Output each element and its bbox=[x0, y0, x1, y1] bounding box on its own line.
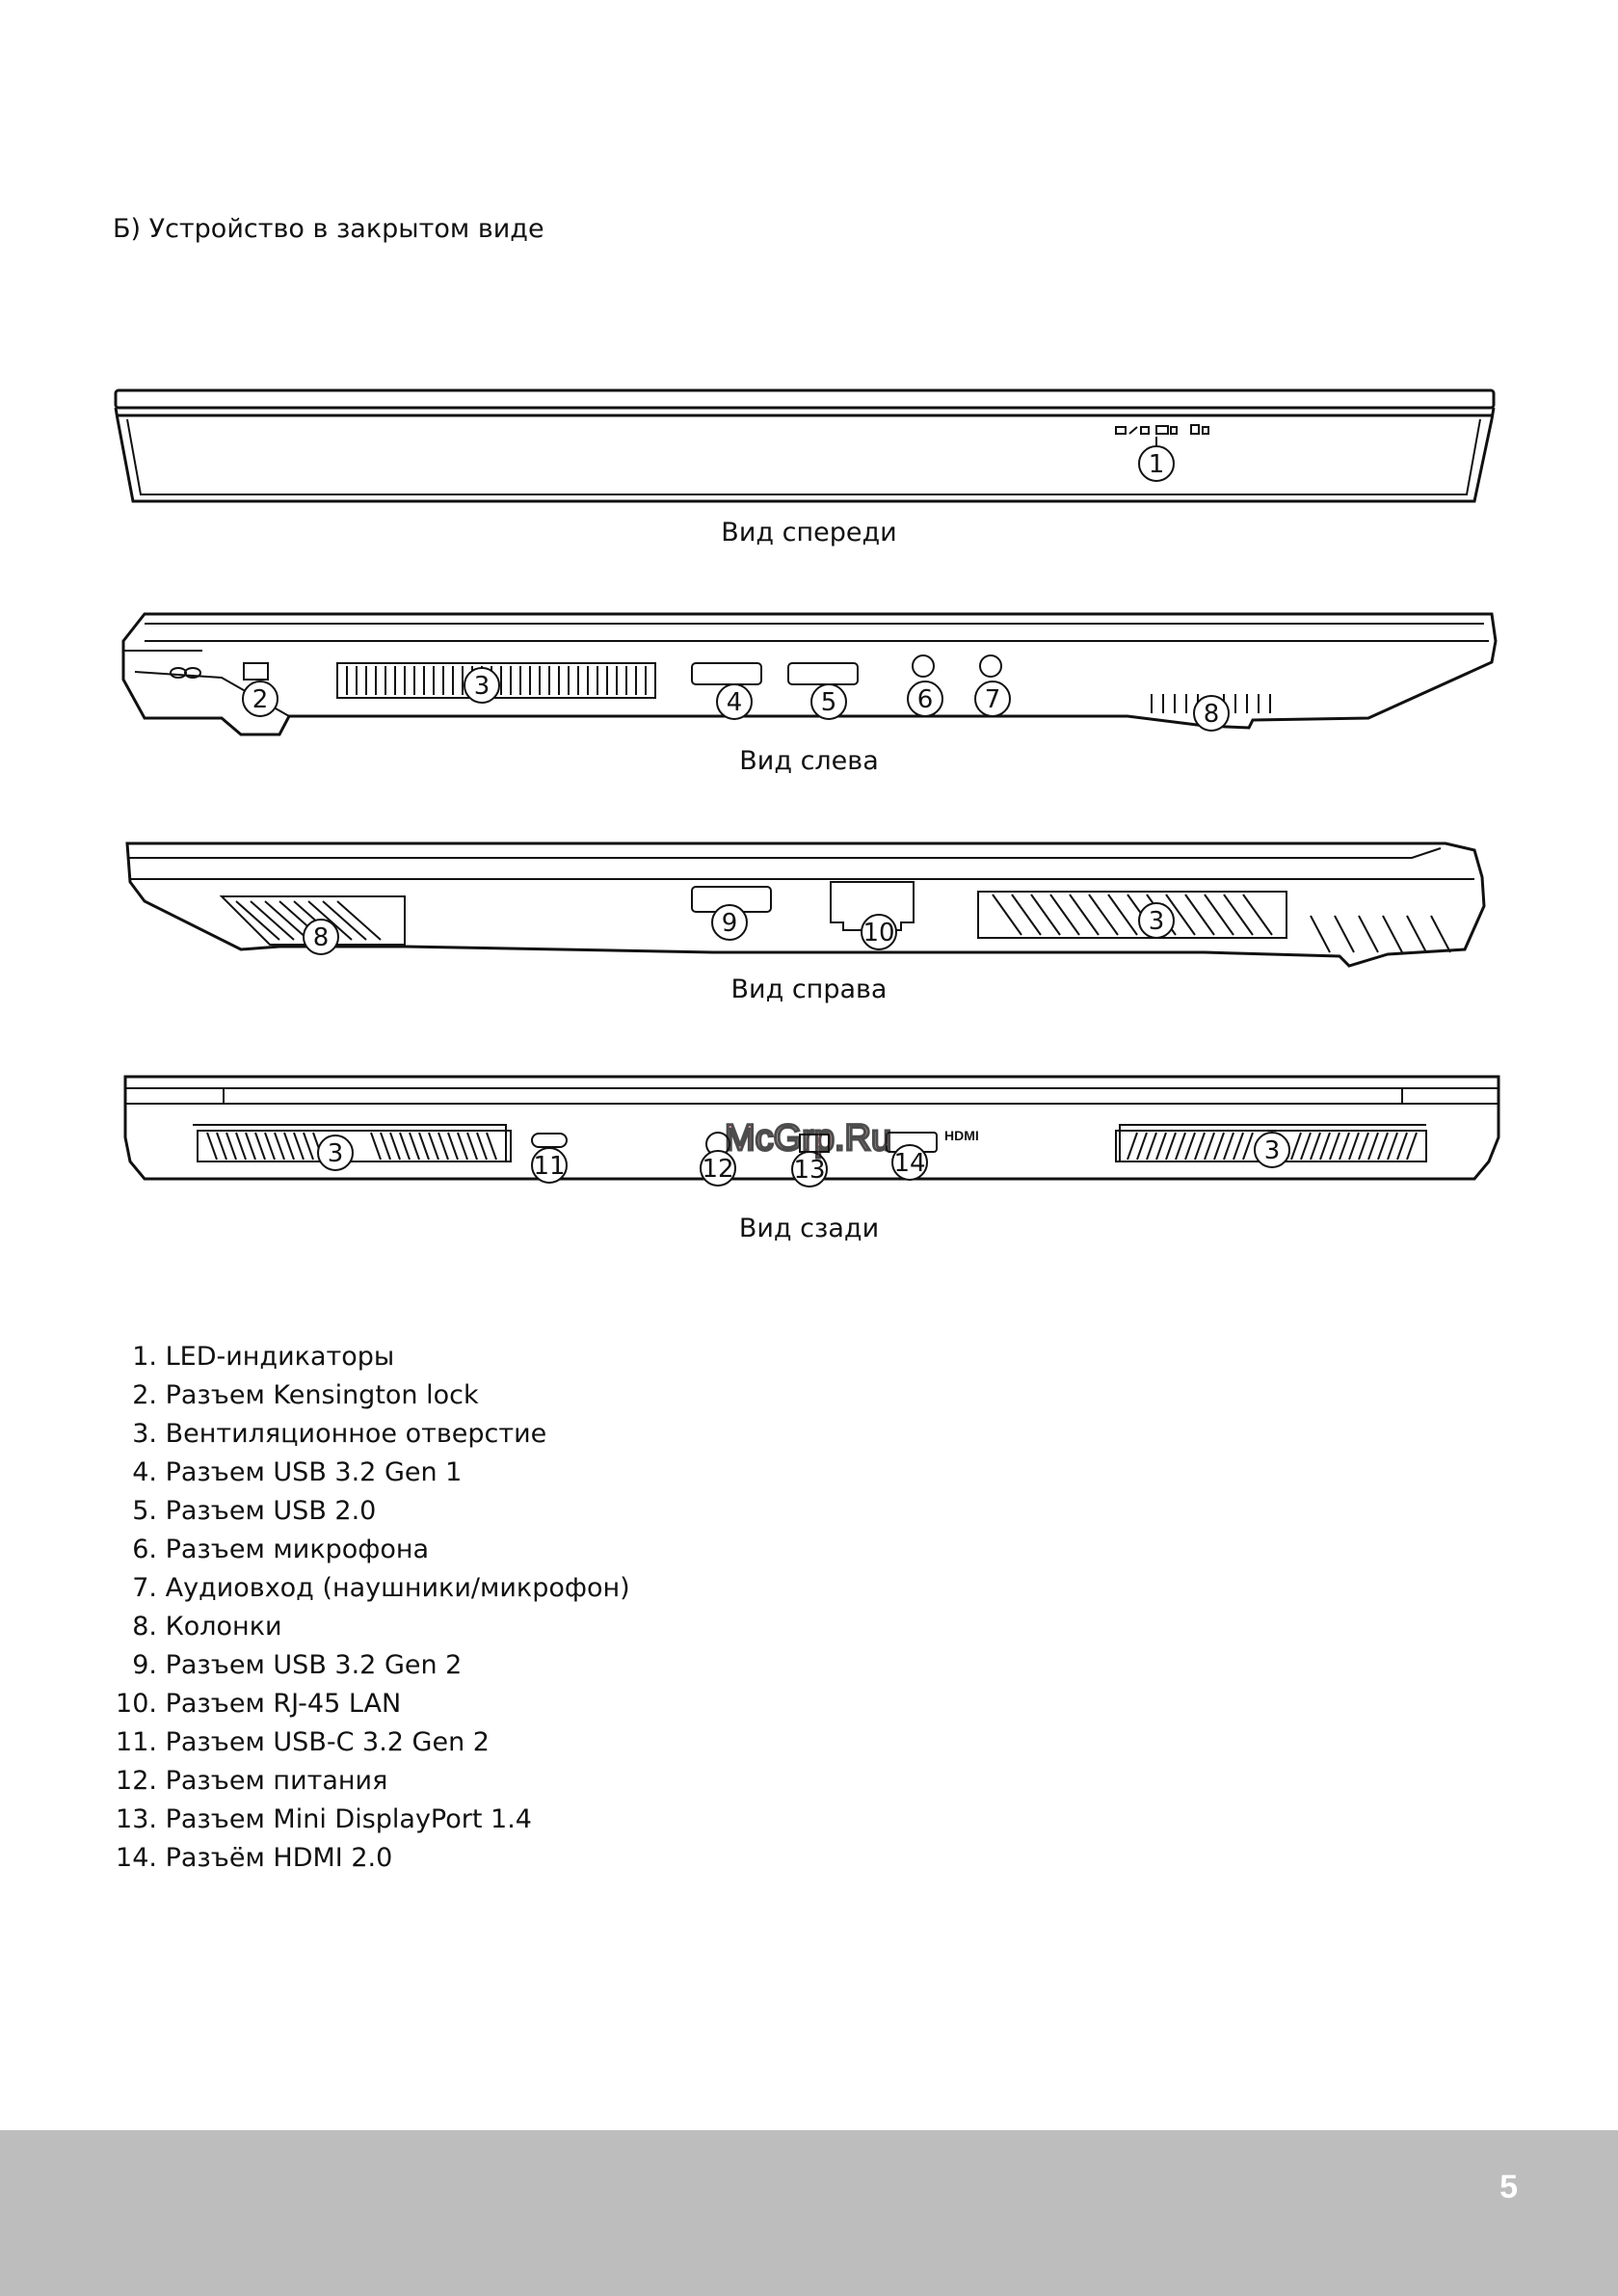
callout-circle bbox=[810, 683, 847, 720]
callout-circle bbox=[700, 1150, 736, 1187]
legend-item: 3. Вентиляционное отверстие bbox=[114, 1415, 630, 1454]
legend-number: 5. bbox=[132, 1496, 157, 1526]
legend-text: Разъём HDMI 2.0 bbox=[165, 1843, 393, 1873]
legend-text: Разъем питания bbox=[165, 1766, 388, 1796]
callout-circle bbox=[861, 914, 897, 950]
legend-number: 3. bbox=[132, 1419, 157, 1449]
callout-number: 9 bbox=[722, 909, 738, 938]
legend-item: 9. Разъем USB 3.2 Gen 2 bbox=[114, 1646, 630, 1685]
callout-circle bbox=[1138, 445, 1175, 482]
hdmi-port-label: HDMI bbox=[944, 1128, 979, 1143]
legend-number: 6. bbox=[132, 1535, 157, 1564]
right-view-caption: Вид справа bbox=[730, 974, 888, 1004]
legend-number: 4. bbox=[132, 1457, 157, 1487]
callout-number: 3 bbox=[328, 1139, 344, 1168]
legend-text: Разъем Mini DisplayPort 1.4 bbox=[165, 1804, 532, 1834]
legend-text: Вентиляционное отверстие bbox=[165, 1419, 547, 1449]
left-view-diagram: 2 3 4 5 6 7 8 bbox=[0, 602, 1618, 747]
legend-number: 14. bbox=[116, 1843, 157, 1873]
callout-number: 1 bbox=[1149, 450, 1165, 479]
callout-circle bbox=[464, 667, 500, 704]
callout-circle bbox=[907, 681, 943, 717]
callout-number: 10 bbox=[862, 919, 894, 948]
callout-circle bbox=[1138, 902, 1175, 939]
callout-circle bbox=[711, 904, 748, 941]
legend-item: 8. Колонки bbox=[114, 1608, 630, 1646]
left-view-caption: Вид слева bbox=[739, 746, 879, 776]
legend-text: Аудиовход (наушники/микрофон) bbox=[165, 1573, 630, 1603]
callout-circle bbox=[242, 681, 279, 717]
callout-number: 4 bbox=[727, 688, 743, 717]
callout-circle bbox=[531, 1147, 568, 1184]
right-view-diagram: 8 9 10 3 bbox=[0, 829, 1618, 983]
callout-number: 2 bbox=[252, 685, 269, 714]
legend-item: 13. Разъем Mini DisplayPort 1.4 bbox=[114, 1801, 630, 1839]
callout-circle bbox=[317, 1135, 354, 1171]
legend-number: 7. bbox=[132, 1573, 157, 1603]
legend-number: 10. bbox=[116, 1689, 157, 1719]
callout-number: 5 bbox=[821, 688, 837, 717]
legend-number: 12. bbox=[116, 1766, 157, 1796]
legend-item: 10. Разъем RJ-45 LAN bbox=[114, 1685, 630, 1723]
legend-number: 2. bbox=[132, 1380, 157, 1410]
callout-number: 6 bbox=[917, 685, 934, 714]
front-view-diagram: 1 bbox=[0, 381, 1618, 511]
page-footer-band bbox=[0, 2130, 1618, 2296]
legend-number: 11. bbox=[116, 1727, 157, 1757]
callout-number: 12 bbox=[702, 1155, 733, 1184]
legend-number: 1. bbox=[132, 1342, 157, 1372]
legend-text: Разъем USB 2.0 bbox=[165, 1496, 377, 1526]
legend-text: Разъем USB 3.2 Gen 1 bbox=[165, 1457, 463, 1487]
legend-item: 14. Разъём HDMI 2.0 bbox=[114, 1839, 630, 1878]
callout-circle bbox=[1193, 695, 1230, 732]
callout-circle bbox=[1254, 1132, 1290, 1168]
legend-item: 5. Разъем USB 2.0 bbox=[114, 1492, 630, 1531]
watermark: McGrp.Ru bbox=[725, 1118, 891, 1159]
callout-number: 3 bbox=[1264, 1136, 1281, 1165]
front-view-caption: Вид спереди bbox=[721, 518, 897, 547]
legend-item: 2. Разъем Kensington lock bbox=[114, 1376, 630, 1415]
legend-item: 12. Разъем питания bbox=[114, 1762, 630, 1801]
legend-text: LED-индикаторы bbox=[165, 1342, 395, 1372]
legend-item: 7. Аудиовход (наушники/микрофон) bbox=[114, 1569, 630, 1608]
callout-number: 3 bbox=[1149, 907, 1165, 936]
page-number: 5 bbox=[1499, 2169, 1518, 2205]
callout-number: 8 bbox=[313, 923, 330, 952]
back-view-diagram: HDMI 3 11 12 13 14 3 McGrp.Ru bbox=[0, 1065, 1618, 1210]
legend-number: 8. bbox=[132, 1612, 157, 1642]
callout-number: 7 bbox=[985, 685, 1001, 714]
callout-number: 8 bbox=[1204, 700, 1220, 729]
legend-item: 1. LED-индикаторы bbox=[114, 1338, 630, 1376]
legend-number: 13. bbox=[116, 1804, 157, 1834]
legend-number: 9. bbox=[132, 1650, 157, 1680]
callout-number: 3 bbox=[474, 672, 491, 701]
callout-number: 13 bbox=[793, 1156, 825, 1185]
legend-text: Разъем Kensington lock bbox=[165, 1380, 479, 1410]
legend-text: Разъем RJ-45 LAN bbox=[165, 1689, 402, 1719]
callout-circle bbox=[791, 1151, 828, 1188]
legend-text: Разъем USB-C 3.2 Gen 2 bbox=[165, 1727, 490, 1757]
callout-circle bbox=[716, 683, 753, 720]
callout-circle bbox=[891, 1144, 928, 1181]
legend-item: 6. Разъем микрофона bbox=[114, 1531, 630, 1569]
components-legend: 1. LED-индикаторы 2. Разъем Kensington l… bbox=[114, 1338, 630, 1878]
section-heading: Б) Устройство в закрытом виде bbox=[113, 214, 544, 244]
legend-item: 11. Разъем USB-C 3.2 Gen 2 bbox=[114, 1723, 630, 1762]
callout-circle bbox=[974, 681, 1011, 717]
legend-text: Разъем USB 3.2 Gen 2 bbox=[165, 1650, 463, 1680]
back-view-caption: Вид сзади bbox=[738, 1214, 880, 1243]
callout-number: 14 bbox=[893, 1149, 925, 1178]
callout-circle bbox=[303, 919, 339, 955]
legend-item: 4. Разъем USB 3.2 Gen 1 bbox=[114, 1454, 630, 1492]
legend-text: Колонки bbox=[165, 1612, 282, 1642]
legend-text: Разъем микрофона bbox=[165, 1535, 430, 1564]
callout-number: 11 bbox=[533, 1152, 565, 1181]
